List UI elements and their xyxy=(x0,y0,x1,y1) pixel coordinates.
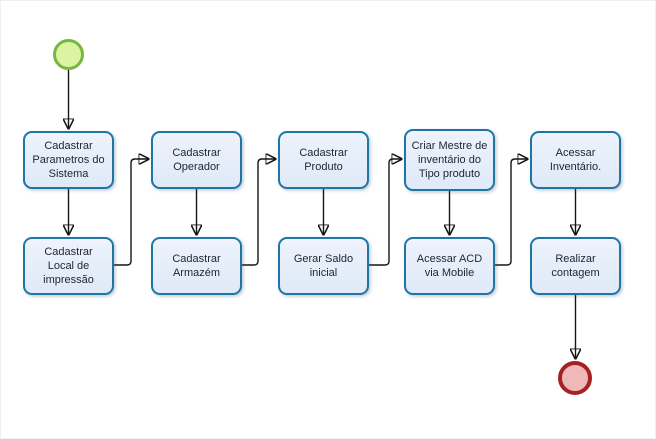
task-label: Cadastrar Parametros do Sistema xyxy=(32,140,105,180)
task-label: Acessar ACD via Mobile xyxy=(416,253,483,279)
start-event-circle[interactable] xyxy=(53,39,84,70)
task-criar-mestre-inventario-tipo-produto[interactable]: Criar Mestre de inventário do Tipo produ… xyxy=(404,129,495,191)
task-gerar-saldo-inicial[interactable]: Gerar Saldo inicial xyxy=(278,237,369,295)
task-cadastrar-parametros-do-sistema[interactable]: Cadastrar Parametros do Sistema xyxy=(23,131,114,189)
task-label: Cadastrar Operador xyxy=(172,147,221,173)
task-realizar-contagem[interactable]: Realizar contagem xyxy=(530,237,621,295)
connector-col1-to-col2 xyxy=(114,159,149,266)
task-acessar-acd-via-mobile[interactable]: Acessar ACD via Mobile xyxy=(404,237,495,295)
task-cadastrar-produto[interactable]: Cadastrar Produto xyxy=(278,131,369,189)
task-label: Acessar Inventário. xyxy=(549,147,602,173)
connector-col3-to-col4 xyxy=(369,159,402,266)
connector-col2-to-col3 xyxy=(242,159,276,266)
task-cadastrar-local-de-impressao[interactable]: Cadastrar Local de impressão xyxy=(23,237,114,295)
end-event-circle[interactable] xyxy=(558,361,592,395)
task-label: Cadastrar Local de impressão xyxy=(43,246,94,286)
task-acessar-inventario[interactable]: Acessar Inventário. xyxy=(530,131,621,189)
task-label: Cadastrar Produto xyxy=(299,147,348,173)
task-label: Cadastrar Armazém xyxy=(172,253,221,279)
task-cadastrar-armazem[interactable]: Cadastrar Armazém xyxy=(151,237,242,295)
task-cadastrar-operador[interactable]: Cadastrar Operador xyxy=(151,131,242,189)
task-label: Criar Mestre de inventário do Tipo produ… xyxy=(411,140,488,180)
task-label: Realizar contagem xyxy=(551,253,600,279)
connector-col4-to-col5 xyxy=(495,159,528,266)
task-label: Gerar Saldo inicial xyxy=(293,253,354,279)
